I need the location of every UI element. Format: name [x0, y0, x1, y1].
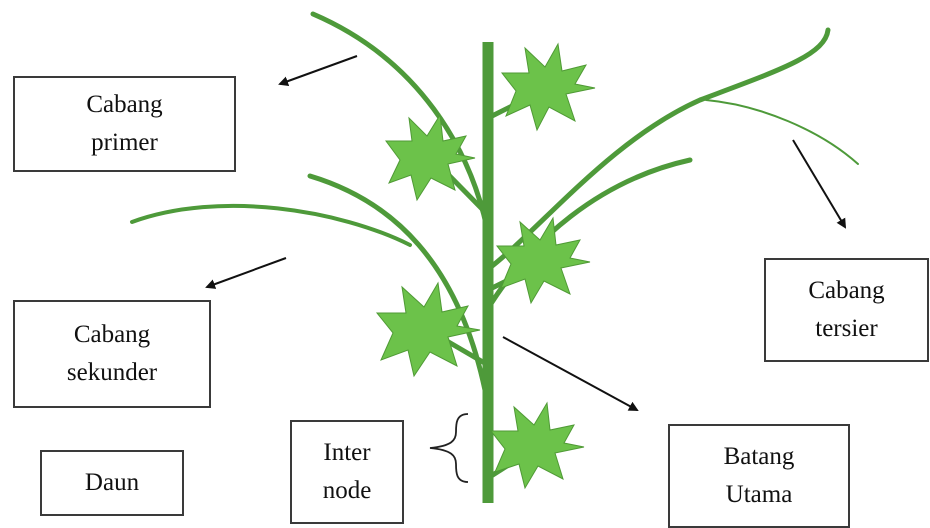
label-cabang-primer: Cabang primer [13, 76, 236, 172]
label-cabang-primer-line-2: primer [91, 129, 158, 156]
arrow-cabang-sekunder [205, 257, 287, 289]
leaf-2 [385, 113, 476, 202]
secondary-branch-left [307, 173, 490, 403]
primary-branch-left [310, 11, 490, 231]
leaf-1 [500, 42, 596, 132]
label-cabang-tersier-line-2: tersier [815, 315, 878, 342]
leaf-3 [495, 216, 591, 305]
label-cabang-sekunder-line-1: Cabang [73, 321, 151, 348]
label-daun-text: Daun [84, 469, 140, 496]
label-internode: Inter node [290, 420, 404, 524]
label-daun: Daun [40, 450, 184, 516]
label-batang-utama-line-1: Batang [723, 443, 795, 470]
tertiary-branch [705, 99, 859, 165]
arrow-cabang-primer [278, 55, 358, 86]
leaf-5 [489, 401, 585, 490]
label-internode-line-1: Inter [323, 439, 371, 466]
label-cabang-tersier-line-1: Cabang [808, 277, 885, 304]
label-cabang-sekunder: Cabang sekunder [13, 300, 211, 408]
primary-branch-right [484, 27, 831, 273]
label-batang-utama-line-2: Utama [725, 481, 793, 508]
secondary-sub-branch [130, 203, 412, 247]
label-cabang-sekunder-line-2: sekunder [66, 359, 158, 386]
secondary-branch-right [484, 157, 693, 313]
label-internode-line-2: node [322, 477, 372, 504]
label-cabang-tersier: Cabang tersier [764, 258, 929, 362]
arrow-batang-utama [502, 336, 639, 411]
label-batang-utama: Batang Utama [668, 424, 850, 528]
label-cabang-primer-line-1: Cabang [86, 91, 163, 118]
arrow-cabang-tersier [792, 139, 847, 229]
leaf-4 [375, 281, 481, 378]
internode-bracket [429, 413, 469, 483]
